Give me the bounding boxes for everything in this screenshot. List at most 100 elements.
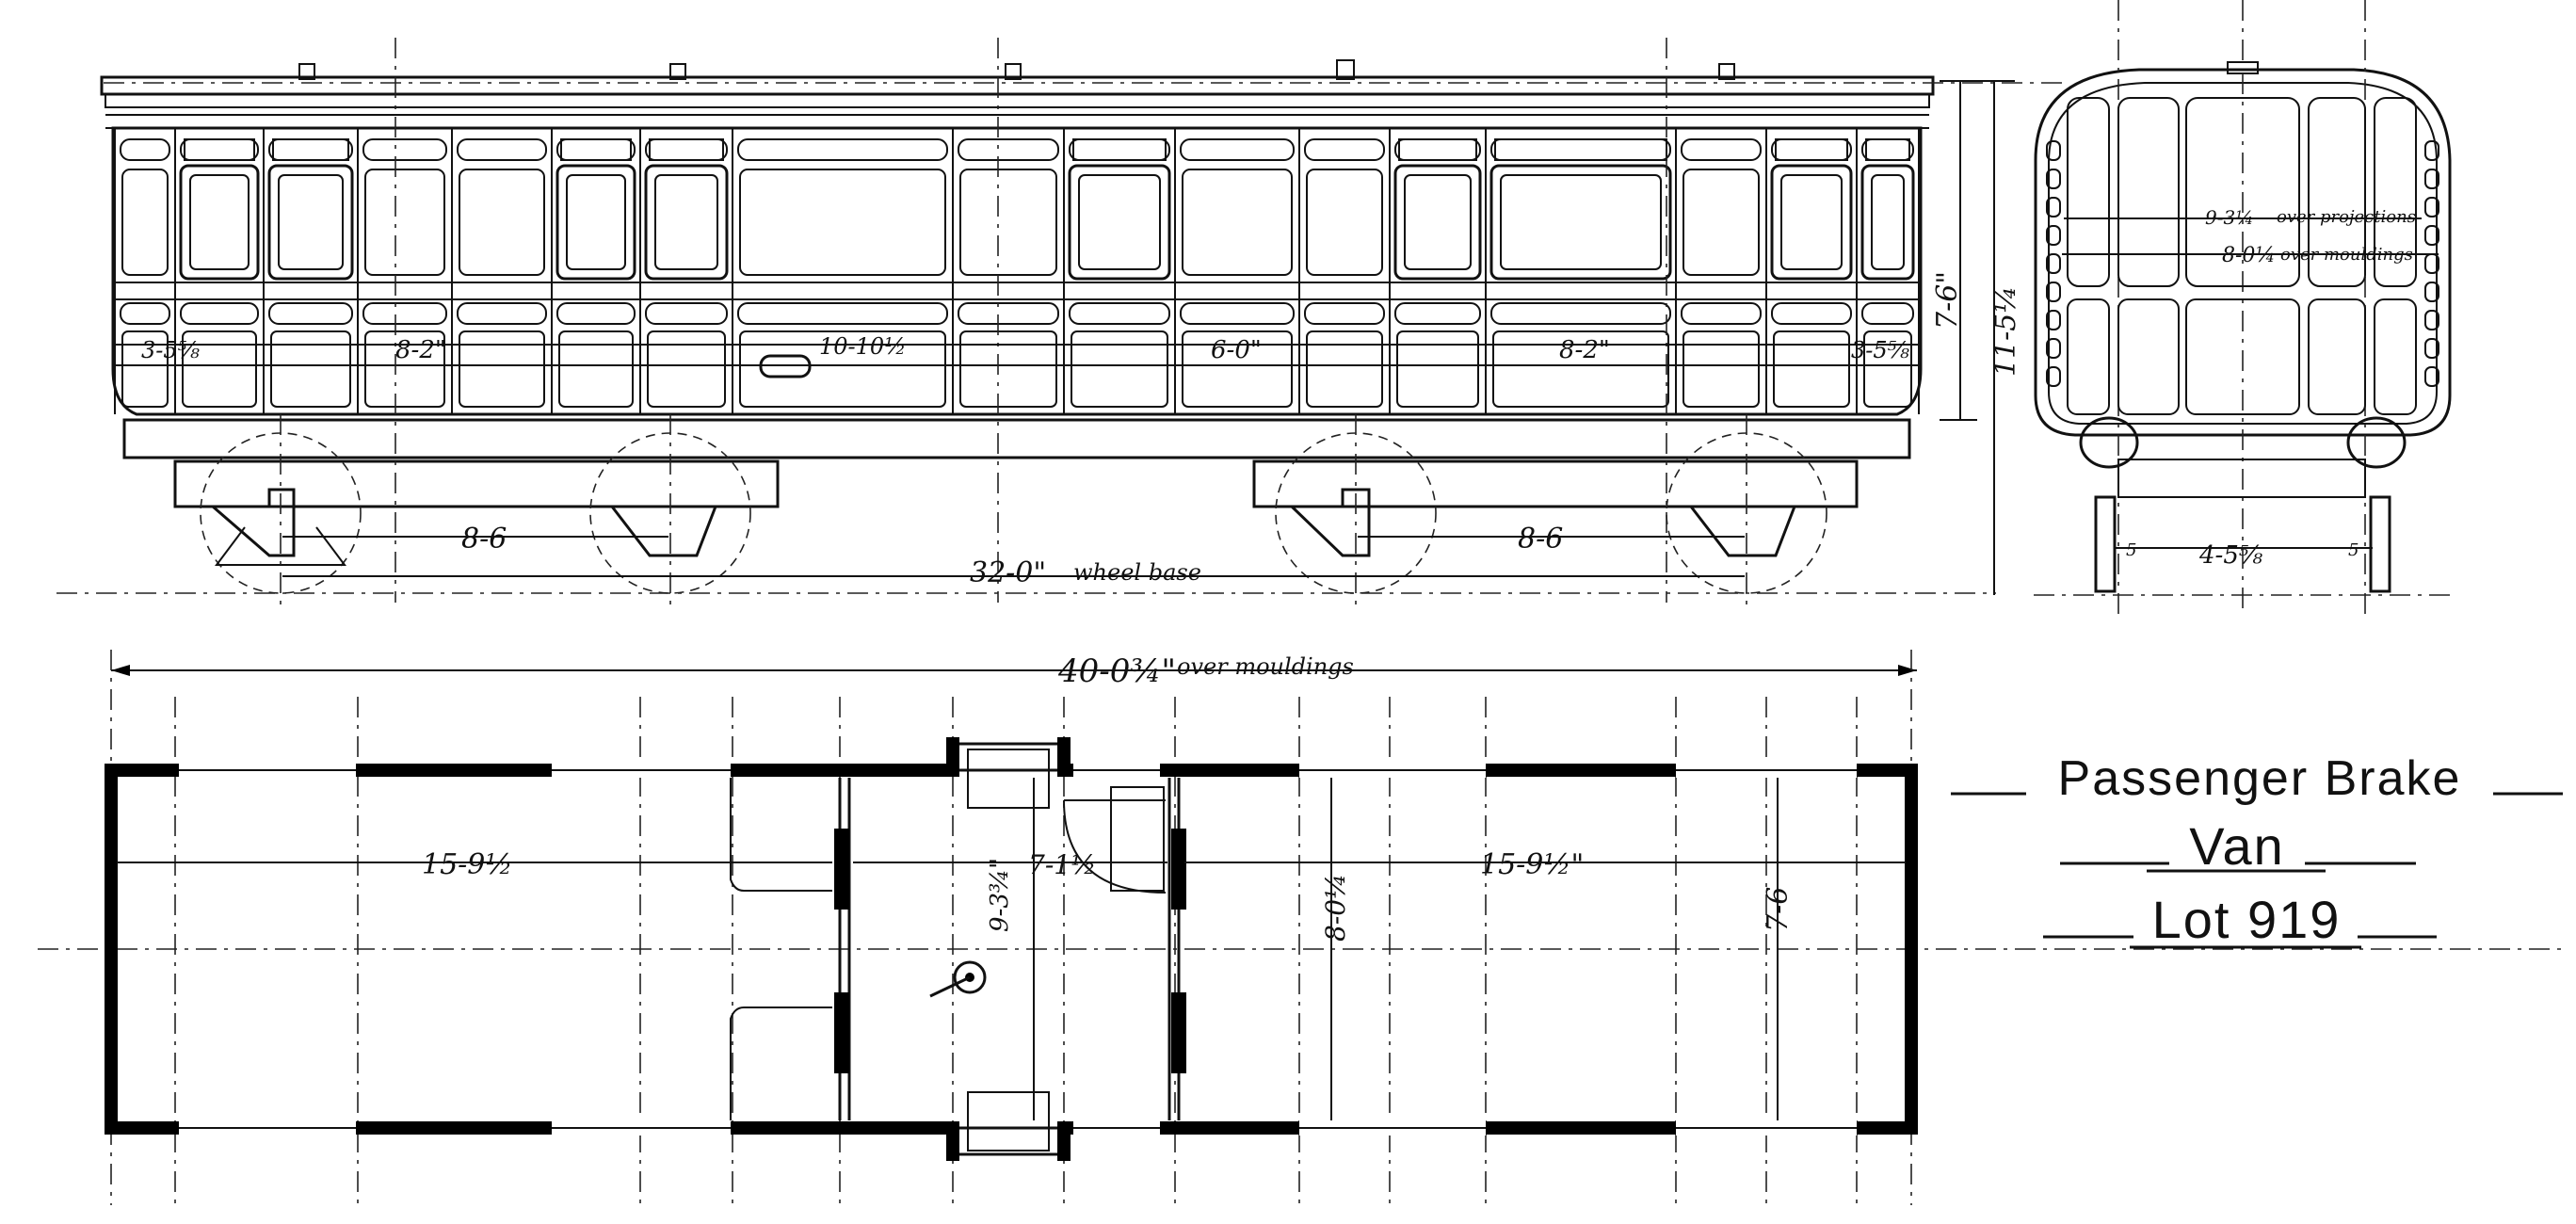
upper-panel <box>958 138 1059 161</box>
dim-compartment-left: 8-2" <box>395 336 446 364</box>
lower-band <box>645 302 728 325</box>
lower-panel <box>739 330 946 408</box>
window-panel <box>1182 169 1293 276</box>
end-rivet <box>2424 225 2439 246</box>
door-window <box>1489 164 1672 281</box>
door-window <box>1393 164 1482 281</box>
title-line-3: Lot 919 <box>2152 890 2342 949</box>
ventilator <box>1865 138 1910 161</box>
window-panel <box>1306 169 1383 276</box>
dim-width-mouldings: 8-0¼ <box>2222 244 2276 267</box>
door-glass <box>566 174 626 270</box>
end-upper-panel <box>2308 97 2366 287</box>
ventilator <box>1775 138 1848 161</box>
end-upper-panel <box>2185 97 2300 287</box>
end-upper-panel <box>2374 97 2417 287</box>
window-panel <box>1682 169 1760 276</box>
lower-panel <box>364 330 445 408</box>
cupboard <box>1110 786 1165 892</box>
lower-panel <box>1492 330 1669 408</box>
end-rivet <box>2046 253 2061 274</box>
lookout-bottom <box>946 1091 1071 1161</box>
lower-band <box>958 302 1059 325</box>
upper-panel <box>1304 138 1385 161</box>
upper-panel <box>120 138 170 161</box>
title-block: Passenger Brake Van Lot 919 <box>1951 751 2563 949</box>
end-rivet <box>2046 140 2061 161</box>
upper-panel <box>1394 138 1481 161</box>
lower-panel <box>182 330 257 408</box>
note-over-mouldings: over mouldings <box>1177 653 1354 680</box>
dim-gauge: 4-5⅝ <box>2198 541 2263 570</box>
seat-bottom <box>730 1007 832 1120</box>
side-dimension-lines <box>115 80 2015 595</box>
dim-guard: 7-1½ <box>1028 849 1096 880</box>
lower-band <box>556 302 636 325</box>
label-plate <box>759 354 812 378</box>
window-openings <box>179 763 1857 1135</box>
end-lower-panel <box>2117 298 2180 415</box>
end-elevation: 9-3¼ over projections 8-0¼ over moulding… <box>2034 0 2457 621</box>
upper-panel <box>1490 138 1671 161</box>
lower-band <box>1394 302 1481 325</box>
upper-panel <box>645 138 728 161</box>
end-rivet <box>2046 197 2061 217</box>
roof-edge <box>105 93 1930 108</box>
ventilator <box>649 138 724 161</box>
end-vent <box>2227 61 2259 74</box>
partitions <box>834 778 1186 1120</box>
dim-body-width: 7-6 <box>1762 887 1795 932</box>
lower-panel <box>558 330 634 408</box>
lower-panel <box>270 330 351 408</box>
lower-panel <box>959 330 1057 408</box>
end-rivet <box>2424 140 2439 161</box>
window-panel <box>959 169 1057 276</box>
door-glass <box>1078 174 1161 270</box>
door-glass <box>1780 174 1843 270</box>
dim-inner-width: 8-0¼ <box>1320 874 1351 942</box>
end-upper-panel <box>2067 97 2110 287</box>
end-lower-panel <box>2374 298 2417 415</box>
buffer-left <box>2079 416 2139 469</box>
dim-end-left: 3-5⅝ <box>141 337 201 363</box>
lower-panel <box>1182 330 1293 408</box>
lower-band <box>1861 302 1914 325</box>
upper-panel <box>268 138 353 161</box>
upper-panel <box>457 138 547 161</box>
ventilator <box>1398 138 1477 161</box>
lower-band <box>362 302 447 325</box>
end-rivet <box>2046 366 2061 387</box>
lower-band <box>1771 302 1852 325</box>
dim-gauge-right: 5 <box>2348 540 2359 560</box>
lower-band <box>737 302 948 325</box>
lookout-top <box>946 737 1071 809</box>
end-rivet <box>2424 366 2439 387</box>
roof-vents <box>298 59 1735 80</box>
end-rivet <box>2424 338 2439 359</box>
side-panels <box>114 128 1920 414</box>
dim-bogie-right: 8-6 <box>1518 523 1563 556</box>
dim-guard-centre: 10-10½ <box>819 333 906 360</box>
solebar <box>122 418 1911 459</box>
lower-panel <box>1773 330 1850 408</box>
door-glass <box>1871 174 1905 270</box>
end-rivet <box>2424 169 2439 189</box>
door-glass <box>654 174 718 270</box>
door-window <box>555 164 636 281</box>
door-glass <box>1500 174 1662 270</box>
end-lower-panel <box>2185 298 2300 415</box>
window-panel <box>121 169 169 276</box>
door-window <box>1770 164 1853 281</box>
end-rivet <box>2424 197 2439 217</box>
upper-panel <box>362 138 447 161</box>
dim-left-compartment: 15-9½ <box>422 848 512 881</box>
dim-width-projections: 9-3¼ <box>2205 206 2254 229</box>
dim-right-compartment: 15-9½" <box>1480 848 1584 881</box>
side-elevation: 3-5⅝ 8-2" 10-10½ 6-0" 8-2" 3-5⅝ 8-6 8-6 … <box>56 38 2062 612</box>
lower-band <box>268 302 353 325</box>
outer-walls <box>105 764 1918 1135</box>
lower-band <box>120 302 170 325</box>
lower-band <box>457 302 547 325</box>
floor-plan: 40-0¾" over mouldings <box>38 650 2561 1205</box>
upper-panel <box>1771 138 1852 161</box>
